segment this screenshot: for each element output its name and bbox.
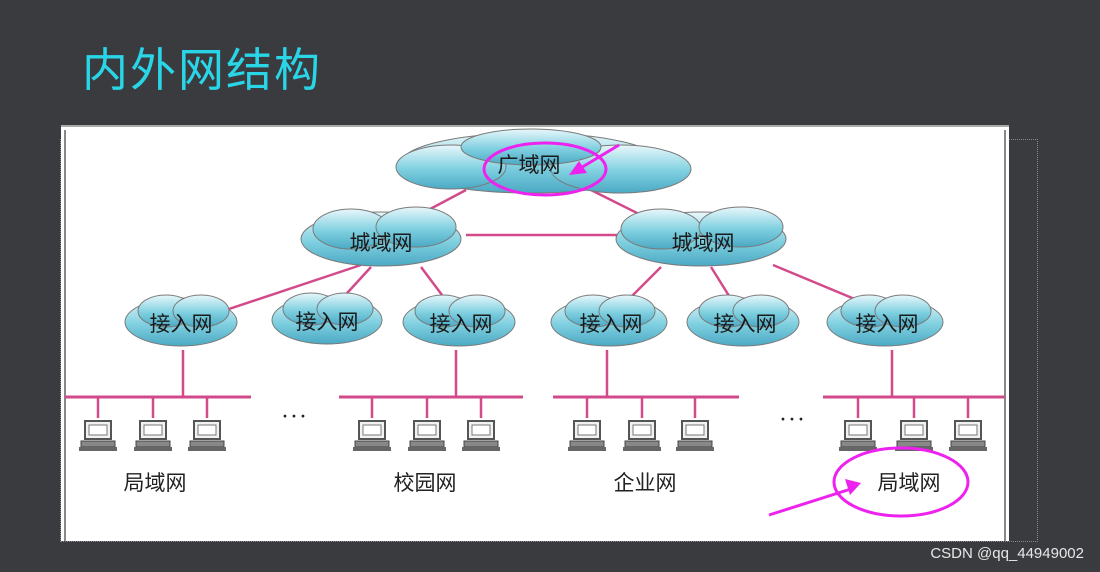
metro-cloud-2 bbox=[615, 206, 787, 267]
computer-icon bbox=[461, 420, 501, 452]
computer-icon bbox=[187, 420, 227, 452]
csdn-watermark: CSDN @qq_44949002 bbox=[930, 545, 1084, 562]
lan-label-4: 局域网 bbox=[877, 471, 941, 495]
access-label-2: 接入网 bbox=[295, 310, 359, 334]
computer-icon bbox=[78, 420, 118, 452]
network-structure-diagram: 广域网 城域网 城域网 接入网 接入网 接入网 接入网 接入网 接入网 ··· … bbox=[61, 125, 1009, 541]
computer-icon bbox=[622, 420, 662, 452]
clouds bbox=[124, 128, 944, 347]
wan-label: 广域网 bbox=[497, 153, 561, 177]
slide-title: 内外网结构 bbox=[82, 43, 322, 97]
highlight-annotations bbox=[482, 141, 970, 518]
access-cloud-2 bbox=[271, 292, 383, 345]
computer-icon bbox=[407, 420, 447, 452]
wan-cloud bbox=[395, 128, 692, 194]
ellipsis-2: ··· bbox=[779, 408, 807, 433]
arrow-wan-shaft bbox=[578, 143, 620, 171]
access-cloud-1 bbox=[124, 294, 238, 347]
computer-icon bbox=[838, 420, 878, 452]
computer-icon bbox=[133, 420, 173, 452]
computer-icon bbox=[894, 420, 934, 452]
lan-label-2: 校园网 bbox=[393, 471, 457, 495]
access-cloud-4 bbox=[550, 294, 668, 347]
computer-icon bbox=[948, 420, 988, 452]
lan-label-3: 企业网 bbox=[613, 471, 677, 495]
lan-label-1: 局域网 bbox=[123, 471, 187, 495]
access-label-3: 接入网 bbox=[429, 312, 493, 336]
arrowhead-lan bbox=[845, 479, 861, 495]
arrowhead-wan bbox=[569, 161, 587, 175]
ellipsis-1: ··· bbox=[281, 405, 309, 430]
access-cloud-6 bbox=[826, 294, 944, 347]
diagram-graphics bbox=[61, 125, 1009, 541]
computers bbox=[78, 420, 988, 452]
computer-icon bbox=[675, 420, 715, 452]
access-label-1: 接入网 bbox=[149, 312, 213, 336]
computer-icon bbox=[567, 420, 607, 452]
computer-icon bbox=[352, 420, 392, 452]
access-cloud-5 bbox=[686, 294, 800, 347]
metro-label-2: 城域网 bbox=[671, 231, 735, 255]
access-label-6: 接入网 bbox=[855, 312, 919, 336]
access-cloud-3 bbox=[402, 294, 516, 347]
metro-cloud-1 bbox=[300, 206, 462, 267]
arrowheads bbox=[569, 161, 861, 495]
highlight-ellipse-lan bbox=[832, 446, 970, 518]
access-label-4: 接入网 bbox=[579, 312, 643, 336]
access-label-5: 接入网 bbox=[713, 312, 777, 336]
arrow-lan-shaft bbox=[768, 486, 855, 517]
metro-label-1: 城域网 bbox=[349, 231, 413, 255]
highlight-ellipse-wan bbox=[482, 141, 608, 197]
